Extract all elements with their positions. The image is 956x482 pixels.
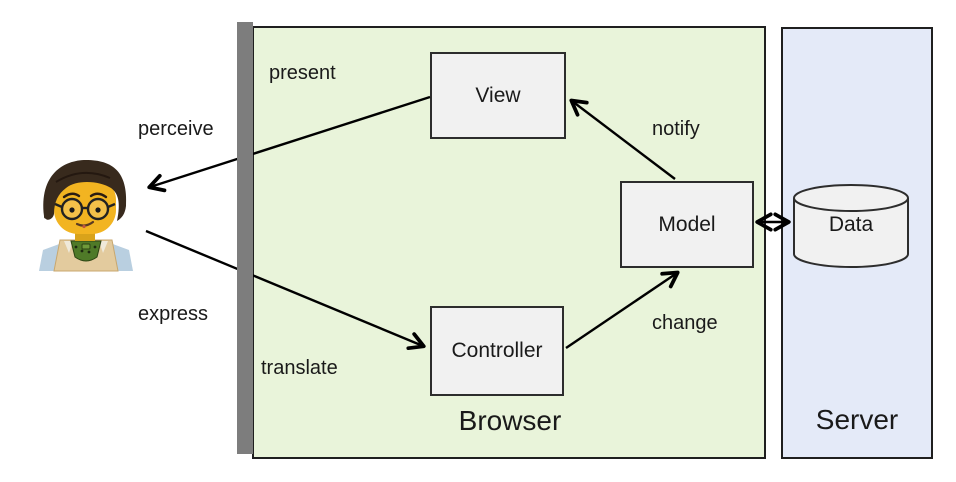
view-node: View (430, 52, 566, 139)
controller-node: Controller (430, 306, 564, 396)
express-label: express (138, 303, 209, 325)
perceive-label: perceive (138, 118, 214, 140)
change-label: change (652, 312, 718, 334)
user-neck (75, 230, 95, 241)
notify-label: notify (652, 118, 700, 140)
present-label: present (269, 62, 336, 84)
model-node-label: Model (658, 212, 716, 236)
screen-divider-bar (237, 22, 253, 454)
user-vest (70, 240, 102, 262)
data-node-label: Data (828, 213, 874, 236)
user-hair-swoosh (55, 171, 111, 183)
user-collar-left (64, 241, 73, 253)
database-cylinder-icon (793, 184, 909, 268)
controller-node-label: Controller (451, 339, 543, 362)
user-collar-right (99, 241, 108, 253)
view-node-label: View (475, 83, 521, 107)
translate-label: translate (261, 357, 338, 379)
server-label: Server (815, 404, 899, 435)
user-lego-figure (39, 160, 133, 272)
browser-label: Browser (458, 405, 562, 436)
model-node: Model (620, 181, 754, 268)
